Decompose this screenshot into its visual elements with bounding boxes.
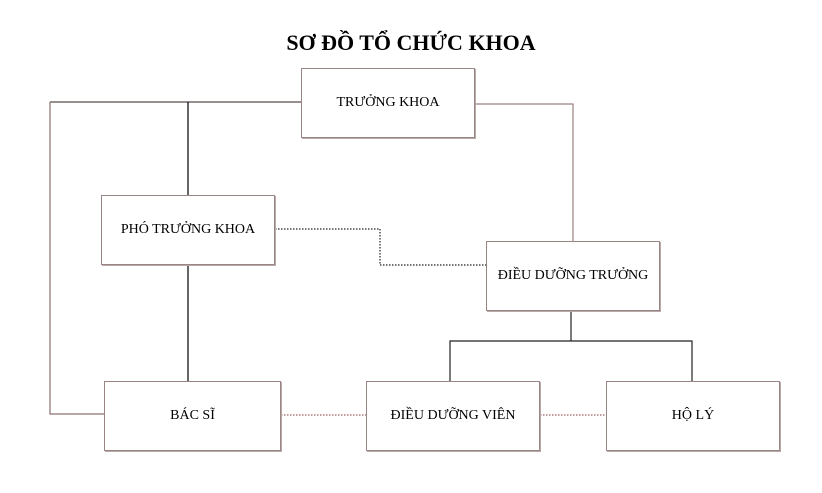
node-ho-ly: HỘ LÝ — [606, 381, 780, 451]
node-label: HỘ LÝ — [671, 408, 715, 423]
node-dieu-duong-truong: ĐIỀU DƯỠNG TRƯỞNG — [486, 241, 660, 311]
node-label: TRƯỞNG KHOA — [336, 95, 440, 110]
chart-title: SƠ ĐỒ TỔ CHỨC KHOA — [286, 30, 536, 55]
node-label: ĐIỀU DƯỠNG VIÊN — [390, 408, 516, 423]
node-truong-khoa: TRƯỞNG KHOA — [301, 68, 475, 138]
line-truong-khoa-to-dieu-duong-truong — [475, 103, 574, 241]
node-label: BÁC SĨ — [170, 408, 215, 423]
line-ddt-branch — [449, 340, 693, 381]
line-left-to-bac-si — [49, 102, 104, 415]
node-label: ĐIỀU DƯỠNG TRƯỞNG — [497, 268, 649, 283]
node-dieu-duong-vien: ĐIỀU DƯỠNG VIÊN — [366, 381, 540, 451]
node-pho-truong-khoa: PHÓ TRƯỞNG KHOA — [101, 195, 275, 265]
node-bac-si: BÁC SĨ — [104, 381, 281, 451]
dotted-pho-to-dieu-duong-truong — [275, 228, 486, 266]
node-label: PHÓ TRƯỞNG KHOA — [120, 222, 256, 237]
